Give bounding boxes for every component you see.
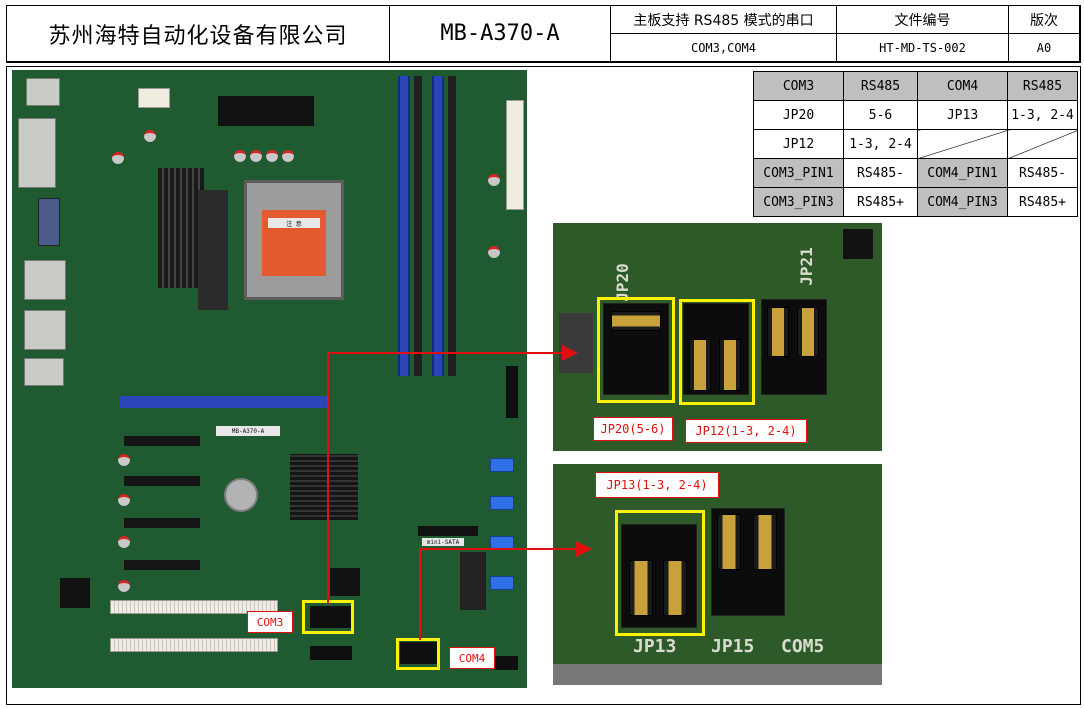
- table-row: JP20 5-6 JP13 1-3, 2-4: [753, 100, 1078, 130]
- version-label: 版次: [1009, 6, 1080, 34]
- com4-highlight: [396, 638, 440, 670]
- table-cell: 1-3, 2-4: [1007, 100, 1078, 130]
- table-cell: JP13: [917, 100, 1008, 130]
- closeup-jp20-jp12-photo: JP20 JP21 JP20(5-6) JP12(1-3, 2-4): [553, 223, 882, 451]
- table-row: COM3 RS485 COM4 RS485: [753, 71, 1078, 101]
- jp13-tag: JP13(1-3, 2-4): [595, 472, 719, 498]
- jp20-tag: JP20(5-6): [593, 417, 673, 441]
- table-cell: RS485+: [1007, 187, 1078, 217]
- com3-highlight: [302, 600, 354, 634]
- table-cell: COM3_PIN3: [753, 187, 844, 217]
- board-model-label: MB-A370-A: [216, 426, 280, 436]
- com3-tag: COM3: [247, 611, 293, 633]
- msata-label: mini-SATA: [422, 538, 464, 546]
- motherboard-photo: 注 意 MB-A370-A mini-SATA COM3 COM4: [12, 70, 527, 688]
- table-cell: JP20: [753, 100, 844, 130]
- table-cell: COM4_PIN1: [917, 158, 1008, 188]
- jumper-config-table: COM3 RS485 COM4 RS485 JP20 5-6 JP13 1-3,…: [753, 71, 1078, 217]
- document-header: 苏州海特自动化设备有限公司 MB-A370-A 主板支持 RS485 模式的串口…: [6, 5, 1081, 63]
- jp13-highlight: [615, 510, 705, 636]
- table-cell: COM3_PIN1: [753, 158, 844, 188]
- silk-com5: COM5: [781, 636, 825, 657]
- company-name: 苏州海特自动化设备有限公司: [7, 6, 390, 62]
- closeup-jp13-photo: JP13 JP15 COM5 JP13(1-3, 2-4): [553, 464, 882, 685]
- table-cell: JP12: [753, 129, 844, 159]
- version: A0: [1009, 34, 1080, 62]
- document-description: 主板支持 RS485 模式的串口: [611, 6, 837, 34]
- jp12-highlight: [679, 299, 755, 405]
- com-ports: COM3,COM4: [611, 34, 837, 62]
- table-cell: RS485-: [1007, 158, 1078, 188]
- jp12-tag: JP12(1-3, 2-4): [685, 419, 807, 443]
- empty-cell-diagonal: [917, 129, 1008, 159]
- silk-jp20: JP20: [612, 263, 632, 302]
- table-row: JP12 1-3, 2-4: [753, 129, 1078, 159]
- table-cell: 1-3, 2-4: [843, 129, 918, 159]
- content-frame: [6, 66, 1081, 705]
- model-number: MB-A370-A: [390, 6, 611, 62]
- table-row: COM3_PIN3 RS485+ COM4_PIN3 RS485+: [753, 187, 1078, 217]
- table-cell: RS485+: [843, 187, 918, 217]
- table-row: COM3_PIN1 RS485- COM4_PIN1 RS485-: [753, 158, 1078, 188]
- table-cell: RS485: [1007, 71, 1078, 101]
- table-cell: RS485-: [843, 158, 918, 188]
- silk-jp21: JP21: [796, 247, 816, 286]
- table-cell: COM3: [753, 71, 844, 101]
- socket-warning-label: 注 意: [268, 218, 320, 228]
- doc-number: HT-MD-TS-002: [837, 34, 1009, 62]
- silk-jp13: JP13: [633, 636, 677, 657]
- table-cell: 5-6: [843, 100, 918, 130]
- doc-number-label: 文件编号: [837, 6, 1009, 34]
- table-cell: COM4_PIN3: [917, 187, 1008, 217]
- silk-jp15: JP15: [711, 636, 755, 657]
- jp20-highlight: [597, 297, 675, 403]
- com4-tag: COM4: [449, 647, 495, 669]
- table-cell: COM4: [917, 71, 1008, 101]
- table-cell: RS485: [843, 71, 918, 101]
- empty-cell-diagonal: [1007, 129, 1078, 159]
